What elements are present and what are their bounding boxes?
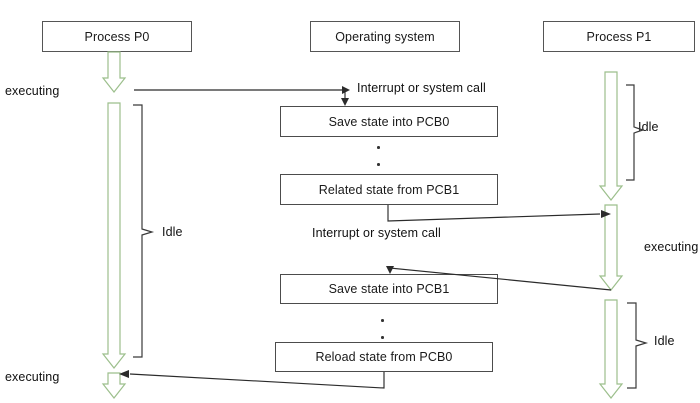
connector-into-save-pcb1-arrowhead bbox=[386, 266, 394, 274]
connector-os-to-p1-arrowhead bbox=[601, 210, 611, 218]
brace-p1-idle-bottom bbox=[627, 302, 649, 389]
connector-os-to-p1-line bbox=[387, 205, 601, 222]
ellipsis-dot-2b bbox=[381, 336, 384, 339]
connector-into-save-pcb0-arrowhead bbox=[341, 98, 349, 106]
os-step-save-state-into-pcb0-label: Save state into PCB0 bbox=[328, 114, 450, 129]
annotation-executing-p1: executing bbox=[644, 240, 699, 254]
p0-idle-lifeline-bar bbox=[101, 102, 127, 369]
p0-executing-arrow-bottom bbox=[101, 372, 127, 399]
os-step-save-state-into-pcb1: Save state into PCB1 bbox=[280, 274, 498, 304]
p1-executing-lifeline-bar bbox=[598, 204, 624, 291]
ellipsis-dot-1a bbox=[377, 146, 380, 149]
p1-idle-lifeline-bar-top bbox=[598, 71, 624, 201]
annotation-idle-p1-bottom: Idle bbox=[654, 334, 675, 348]
annotation-executing-p0-bottom: executing bbox=[5, 370, 60, 384]
os-step-save-state-into-pcb0: Save state into PCB0 bbox=[280, 106, 498, 137]
column-header-process-p0-label: Process P0 bbox=[84, 29, 150, 44]
connector-p1-to-os-line bbox=[389, 267, 612, 291]
column-header-process-p0: Process P0 bbox=[42, 21, 192, 52]
os-step-related-state-from-pcb1-label: Related state from PCB1 bbox=[318, 182, 460, 197]
annotation-interrupt-or-system-call-top: Interrupt or system call bbox=[357, 81, 486, 95]
connector-os-to-p0-line bbox=[129, 372, 385, 389]
connector-os-to-p0-arrowhead bbox=[119, 370, 129, 378]
column-header-process-p1-label: Process P1 bbox=[586, 29, 652, 44]
annotation-executing-p0-top: executing bbox=[5, 84, 60, 98]
os-step-reload-state-from-pcb0-label: Reload state from PCB0 bbox=[315, 350, 453, 364]
os-step-save-state-into-pcb1-label: Save state into PCB1 bbox=[328, 282, 450, 296]
ellipsis-dot-2a bbox=[381, 319, 384, 322]
ellipsis-dot-1b bbox=[377, 163, 380, 166]
annotation-idle-p0: Idle bbox=[162, 225, 183, 239]
p1-idle-lifeline-bar-bottom bbox=[598, 299, 624, 399]
os-step-reload-state-from-pcb0: Reload state from PCB0 bbox=[275, 342, 493, 372]
connector-p0-to-os-arrowhead bbox=[342, 86, 350, 94]
column-header-operating-system-label: Operating system bbox=[335, 29, 435, 44]
os-step-related-state-from-pcb1: Related state from PCB1 bbox=[280, 174, 498, 205]
brace-p0-idle bbox=[133, 104, 155, 358]
brace-p1-idle-top bbox=[626, 84, 645, 181]
column-header-process-p1: Process P1 bbox=[543, 21, 695, 52]
annotation-interrupt-or-system-call-middle: Interrupt or system call bbox=[312, 226, 441, 240]
p0-executing-arrow-top bbox=[101, 51, 127, 93]
column-header-operating-system: Operating system bbox=[310, 21, 460, 52]
